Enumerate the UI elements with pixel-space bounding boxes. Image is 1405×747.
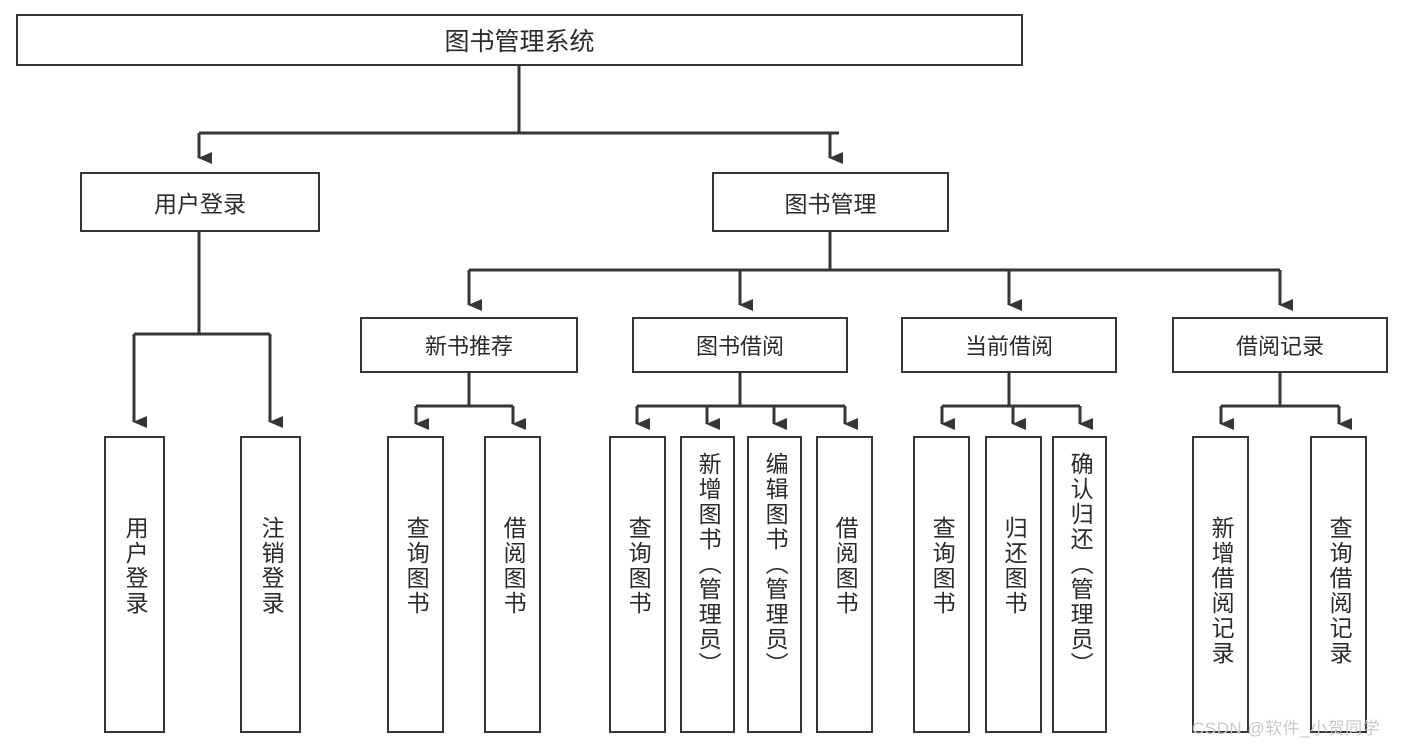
leaf-label: 注销登录 [258, 516, 285, 616]
node-label: 用户登录 [154, 191, 246, 217]
node-new-book-recommend[interactable]: 新书推荐 [360, 317, 578, 373]
leaf-borrow-book[interactable]: 借阅图书 [816, 436, 873, 733]
leaf-query-book-recommend[interactable]: 查询图书 [387, 436, 444, 733]
node-label: 新书推荐 [424, 334, 513, 359]
node-book-management[interactable]: 图书管理 [712, 172, 949, 232]
node-book-borrow[interactable]: 图书借阅 [632, 317, 848, 373]
leaf-user-logout[interactable]: 注销登录 [240, 436, 301, 733]
node-label: 借阅记录 [1235, 334, 1324, 359]
node-root-label: 图书管理系统 [444, 28, 595, 56]
node-borrow-record[interactable]: 借阅记录 [1172, 317, 1388, 373]
leaf-label: 借阅图书 [832, 516, 859, 616]
leaf-query-borrow-record[interactable]: 查询借阅记录 [1310, 436, 1367, 733]
leaf-query-book-current[interactable]: 查询图书 [913, 436, 970, 733]
leaf-borrow-book-recommend[interactable]: 借阅图书 [484, 436, 541, 733]
node-user-login[interactable]: 用户登录 [80, 172, 320, 232]
leaf-label: 新增借阅记录 [1208, 516, 1235, 666]
leaf-label: 编辑图书（管理员） [762, 452, 789, 677]
leaf-label: 查询图书 [625, 516, 652, 616]
leaf-label: 查询图书 [403, 516, 430, 616]
leaf-add-borrow-record[interactable]: 新增借阅记录 [1192, 436, 1249, 733]
leaf-label: 确认归还（管理员） [1067, 452, 1094, 677]
leaf-edit-book-admin[interactable]: 编辑图书（管理员） [747, 436, 802, 733]
leaf-return-book[interactable]: 归还图书 [985, 436, 1042, 733]
node-label: 图书借阅 [695, 334, 784, 359]
leaf-label: 归还图书 [1001, 516, 1028, 616]
leaf-query-book-borrow[interactable]: 查询图书 [609, 436, 666, 733]
node-root[interactable]: 图书管理系统 [16, 14, 1023, 66]
leaf-confirm-return-admin[interactable]: 确认归还（管理员） [1052, 436, 1107, 733]
leaf-label: 用户登录 [122, 516, 149, 616]
node-current-borrow[interactable]: 当前借阅 [901, 317, 1117, 373]
leaf-label: 查询借阅记录 [1326, 516, 1353, 666]
leaf-user-login[interactable]: 用户登录 [104, 436, 165, 733]
leaf-label: 新增图书（管理员） [695, 452, 722, 677]
leaf-add-book-admin[interactable]: 新增图书（管理员） [680, 436, 735, 733]
watermark-text: CSDN @软件_小贺同学 [1192, 719, 1381, 738]
leaf-label: 查询图书 [929, 516, 956, 616]
node-label: 当前借阅 [964, 334, 1053, 359]
node-label: 图书管理 [784, 191, 877, 217]
leaf-label: 借阅图书 [500, 516, 527, 616]
